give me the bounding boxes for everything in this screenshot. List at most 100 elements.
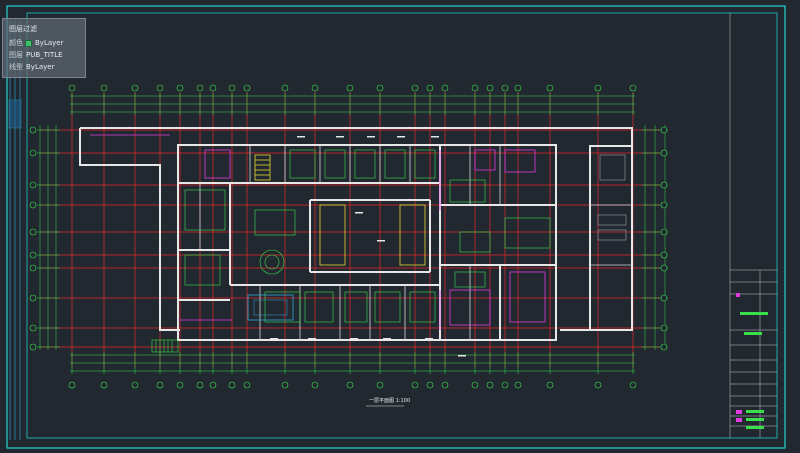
axis-bubble-top (546, 84, 554, 92)
room-label-mark (431, 136, 439, 138)
axis-bubble-top (176, 84, 184, 92)
red-axis-lines (40, 92, 660, 368)
color-value: ByLayer (35, 39, 64, 47)
layer-value: PUB_TITLE (26, 51, 63, 59)
layer-label: 图层 (9, 51, 23, 59)
axis-bubble-top (514, 84, 522, 92)
properties-title: 图层过滤 (9, 25, 37, 33)
outer-frame (6, 5, 786, 449)
axis-bubble-left (29, 126, 37, 134)
furniture-magenta (90, 134, 546, 330)
pool (247, 294, 294, 321)
title-block-marks (736, 293, 768, 429)
axis-bubble-left (29, 251, 37, 259)
axis-bubble-top (376, 84, 384, 92)
axis-bubble-top (311, 84, 319, 92)
axis-bubble-top (501, 84, 509, 92)
axis-bubble-left (29, 264, 37, 272)
interior-partitions (199, 145, 632, 340)
yellow-stairs (254, 154, 426, 266)
axis-bubble-top (486, 84, 494, 92)
room-label-mark (350, 338, 358, 340)
axis-bubble-bottom (594, 381, 602, 389)
axis-bubble-bottom (376, 381, 384, 389)
axis-bubble-bottom (411, 381, 419, 389)
axis-bubble-bottom (629, 381, 637, 389)
room-label-mark (367, 136, 375, 138)
axis-bubble-top (281, 84, 289, 92)
linetype-label: 线型 (9, 63, 23, 71)
title-block (729, 13, 777, 438)
axis-bubble-right (660, 251, 668, 259)
axis-bubble-left (29, 201, 37, 209)
inner-frame (26, 12, 778, 439)
axis-bubble-top (131, 84, 139, 92)
room-label-mark (383, 338, 391, 340)
room-label-mark (425, 338, 433, 340)
axis-bubble-top (426, 84, 434, 92)
axis-bubble-top (209, 84, 217, 92)
room-label-mark (397, 136, 405, 138)
drawing-caption: 一层平面图 1:100 (369, 398, 410, 404)
axis-bubble-top (411, 84, 419, 92)
room-label-mark (355, 212, 363, 214)
axis-bubble-right (660, 228, 668, 236)
axis-bubble-top (68, 84, 76, 92)
axis-bubble-bottom (346, 381, 354, 389)
entry-stair (151, 339, 179, 353)
axis-bubble-bottom (281, 381, 289, 389)
axis-bubble-right (660, 324, 668, 332)
dining-table (597, 154, 627, 241)
axis-bubble-bottom (243, 381, 251, 389)
linetype-value: ByLayer (26, 63, 55, 71)
axis-bubble-bottom (209, 381, 217, 389)
axis-bubble-bottom (471, 381, 479, 389)
axis-bubble-bottom (156, 381, 164, 389)
axis-bubble-top (346, 84, 354, 92)
axis-bubble-right (660, 294, 668, 302)
room-label-mark (308, 338, 316, 340)
axis-bubble-top (629, 84, 637, 92)
axis-bubble-left (29, 181, 37, 189)
axis-bubble-top (196, 84, 204, 92)
axis-bubble-bottom (228, 381, 236, 389)
dimension-lines (37, 93, 668, 374)
axis-bubble-right (660, 343, 668, 351)
axis-bubbles (29, 84, 668, 389)
room-labels (270, 136, 466, 357)
axis-bubble-right (660, 149, 668, 157)
building-walls (79, 127, 633, 341)
axis-bubble-bottom (131, 381, 139, 389)
room-label-mark (270, 338, 278, 340)
axis-bubble-bottom (441, 381, 449, 389)
axis-bubble-bottom (486, 381, 494, 389)
axis-bubble-bottom (546, 381, 554, 389)
furniture-green (184, 149, 551, 323)
axis-bubble-bottom (426, 381, 434, 389)
axis-bubble-bottom (196, 381, 204, 389)
axis-bubble-left (29, 149, 37, 157)
axis-bubble-bottom (311, 381, 319, 389)
axis-bubble-bottom (501, 381, 509, 389)
axis-bubble-top (594, 84, 602, 92)
color-swatch-icon (25, 39, 32, 47)
axis-bubble-top (156, 84, 164, 92)
room-label-mark (297, 136, 305, 138)
axis-bubble-bottom (68, 381, 76, 389)
axis-bubble-bottom (514, 381, 522, 389)
room-label-mark (458, 355, 466, 357)
axis-bubble-left (29, 343, 37, 351)
axis-bubble-right (660, 181, 668, 189)
axis-bubble-left (29, 324, 37, 332)
axis-bubble-top (228, 84, 236, 92)
axis-bubble-top (100, 84, 108, 92)
axis-bubble-bottom (176, 381, 184, 389)
room-label-mark (336, 136, 344, 138)
left-binding-strip (8, 20, 22, 440)
room-label-mark (377, 240, 385, 242)
